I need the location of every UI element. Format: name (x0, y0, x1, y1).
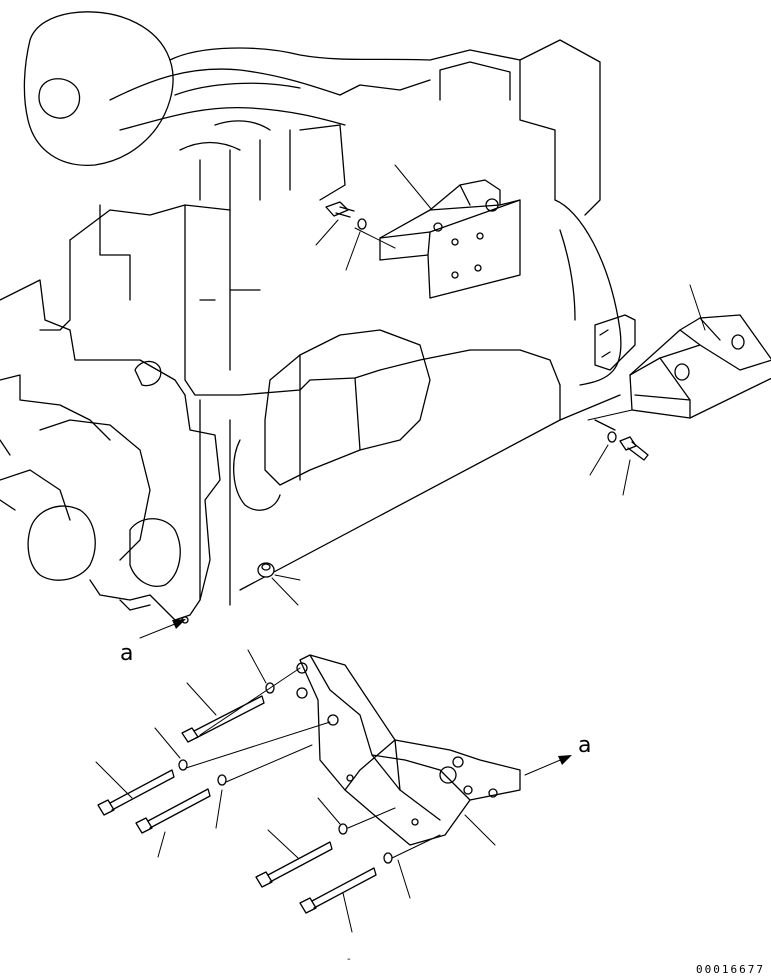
upper-bracket-washer (357, 218, 367, 230)
drawing-code: 00016677 (696, 963, 765, 976)
right-side-mount-bracket (594, 314, 771, 419)
front-mount-nut (257, 562, 275, 578)
leader-dash-label: - (347, 954, 351, 965)
right-bracket-bolt (619, 436, 649, 461)
long-bolt-left (97, 769, 175, 816)
upper-rear-mount-bracket (379, 179, 521, 299)
long-bolt-middle (135, 788, 211, 834)
bolt-lower-center (255, 841, 333, 888)
long-bolt-top (181, 695, 265, 743)
leader-lines (95, 164, 706, 933)
view-arrow-a-engine (139, 619, 186, 639)
washer-lower-right (383, 852, 393, 864)
right-bracket-washer (607, 431, 617, 443)
washer-left (178, 759, 188, 771)
engine-assembly (0, 11, 622, 624)
washer-lower-center (338, 823, 348, 835)
front-mount-bracket (296, 654, 521, 846)
bolt-lower-right (299, 867, 377, 914)
view-arrow-a-bracket (524, 755, 572, 776)
assembly-center-lines (185, 227, 633, 859)
view-label-a-engine: a (120, 641, 133, 666)
washer-middle (217, 774, 227, 786)
upper-bracket-bolt (325, 201, 355, 218)
view-label-a-bracket: a (578, 733, 591, 758)
